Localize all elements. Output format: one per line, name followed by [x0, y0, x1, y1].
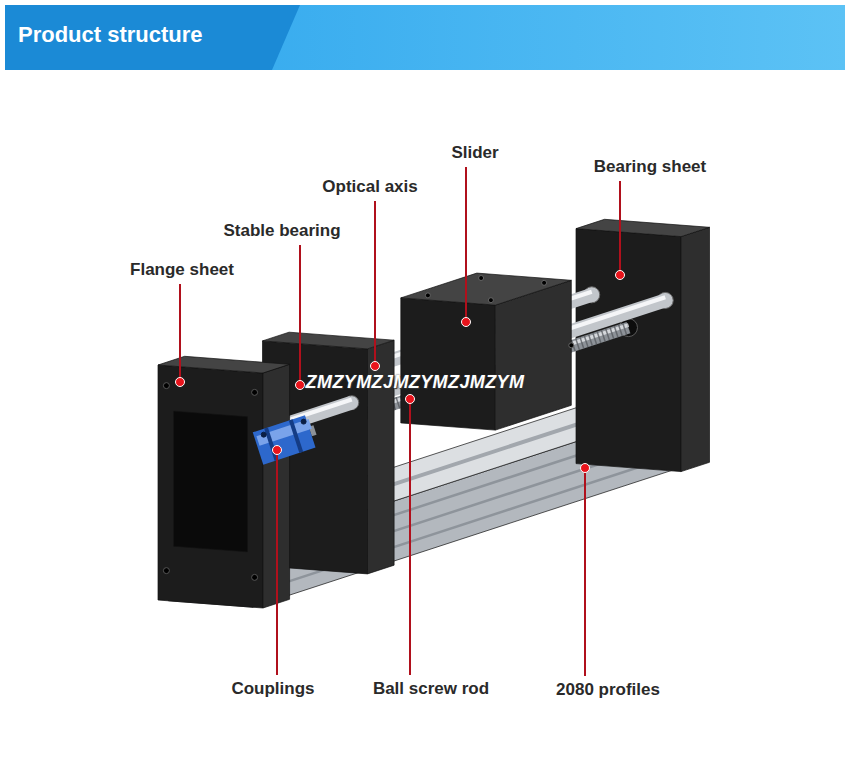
- leader-line: [465, 167, 467, 322]
- coupling-slit: [294, 435, 298, 436]
- coupling-screw: [301, 419, 306, 424]
- slider-hole: [569, 343, 574, 348]
- banner-bar: [5, 5, 845, 70]
- leader-line: [374, 201, 376, 366]
- bearing-sheet-top: [576, 219, 710, 236]
- part-label: Ball screw rod: [373, 679, 489, 699]
- leader-dot: [176, 378, 185, 387]
- coupling-screw: [261, 432, 266, 437]
- part-label: Bearing sheet: [594, 157, 706, 177]
- slider-block-top: [401, 273, 572, 305]
- leader-dot: [581, 464, 590, 473]
- leader-line: [276, 450, 278, 675]
- leader-dot: [371, 362, 380, 371]
- banner-title: Product structure: [18, 22, 203, 48]
- flange-sheet-top: [158, 356, 290, 373]
- leader-line: [584, 468, 586, 676]
- slider-block-front: [401, 298, 496, 430]
- flange-window: [174, 411, 248, 552]
- leader-dot: [406, 395, 415, 404]
- slider-hole: [488, 298, 493, 303]
- part-label: Couplings: [231, 679, 314, 699]
- flange-hole: [252, 574, 258, 580]
- part-label: Flange sheet: [130, 260, 234, 280]
- leader-line: [409, 399, 411, 675]
- slider-hole: [425, 293, 430, 298]
- flange-hole: [163, 568, 169, 574]
- coupling-slit: [269, 444, 273, 445]
- slider-hole: [542, 280, 547, 285]
- ball-screw: [310, 430, 315, 432]
- leader-line: [299, 245, 301, 385]
- part-label: Slider: [451, 143, 498, 163]
- flange-hole: [163, 383, 169, 389]
- leader-line: [179, 284, 181, 382]
- leader-dot: [273, 446, 282, 455]
- watermark: ZMZYMZJMZYMZJMZYM: [306, 372, 525, 393]
- leader-line: [619, 181, 621, 275]
- slider-hole: [479, 276, 484, 281]
- part-label: Optical axis: [322, 177, 417, 197]
- flange-hole: [252, 389, 258, 395]
- banner-tab: [5, 5, 300, 70]
- bearing-sheet-side: [681, 227, 710, 471]
- slider-block-side: [495, 280, 571, 430]
- part-label: 2080 profiles: [556, 680, 660, 700]
- part-label: Stable bearing: [223, 221, 340, 241]
- leader-dot: [616, 271, 625, 280]
- leader-dot: [462, 318, 471, 327]
- bearing-sheet-front: [576, 229, 681, 472]
- flange-sheet-front: [158, 365, 263, 608]
- leader-dot: [296, 381, 305, 390]
